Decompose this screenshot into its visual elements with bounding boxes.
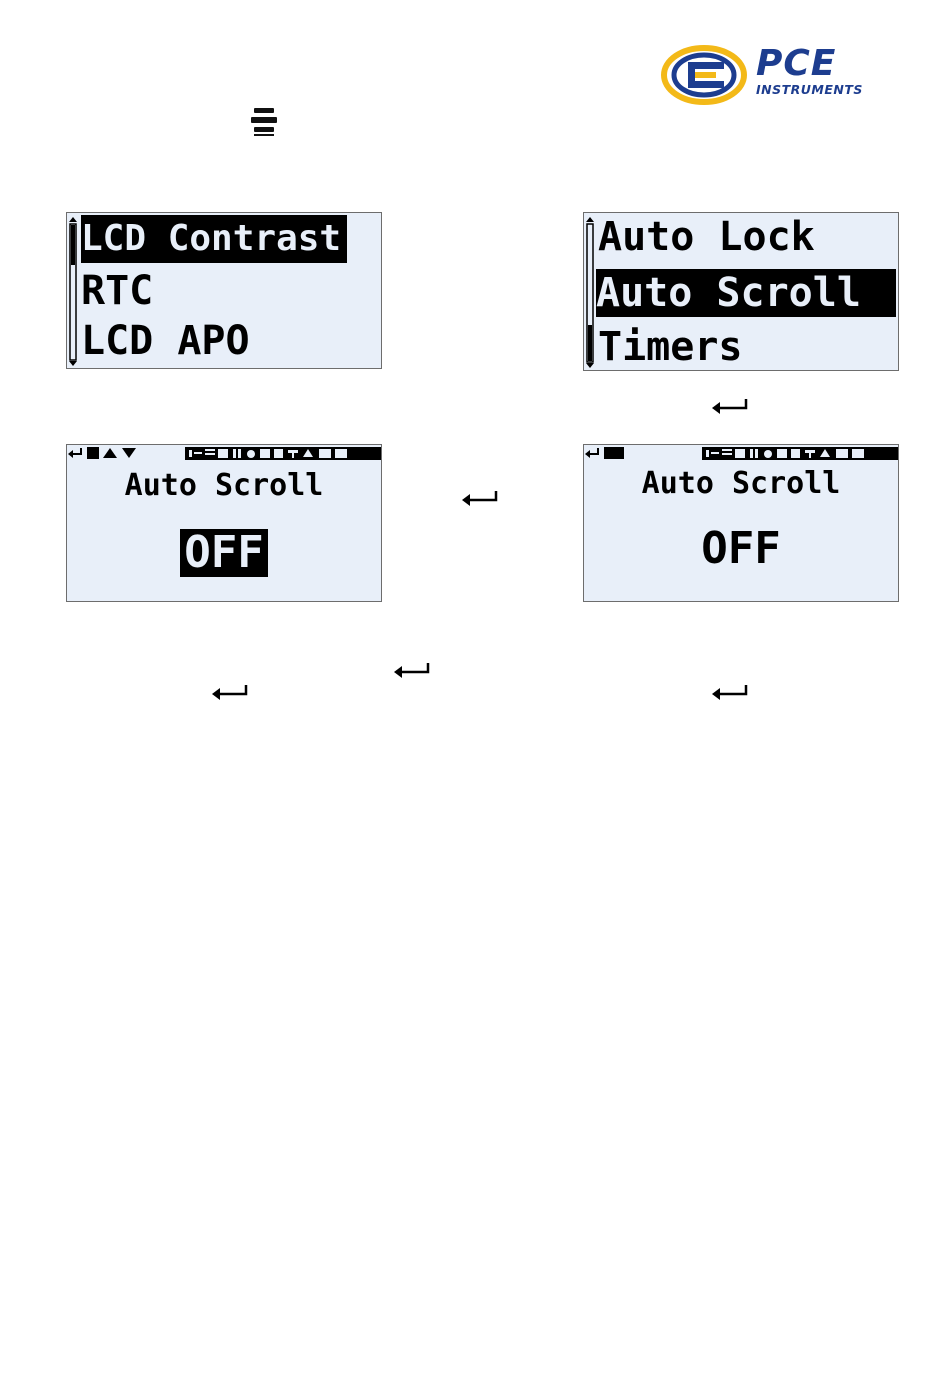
- menu-item-auto-scroll[interactable]: Auto Scroll: [596, 269, 896, 317]
- menu-item-auto-lock[interactable]: Auto Lock: [598, 213, 821, 261]
- pce-instruments-logo: PCE INSTRUMENTS: [660, 44, 910, 106]
- scrollbar-icon: [69, 217, 77, 366]
- enter-key-icon: [210, 684, 250, 700]
- lcd-menu-screen-left: LCD Contrast RTC LCD APO: [66, 212, 382, 369]
- result-screen-title: Auto Scroll: [584, 467, 898, 501]
- menu-item-timers[interactable]: Timers: [598, 323, 749, 371]
- enter-key-icon: [710, 398, 750, 414]
- enter-key-icon: [460, 490, 500, 506]
- status-bar-icons: [584, 445, 899, 461]
- menu-item-lcd-apo[interactable]: LCD APO: [81, 317, 256, 365]
- result-screen-value: OFF: [584, 525, 898, 573]
- enter-key-icon: [710, 684, 750, 700]
- edit-screen-title: Auto Scroll: [67, 469, 381, 503]
- scrollbar-icon: [586, 217, 594, 368]
- lcd-edit-screen: Auto Scroll OFF: [66, 444, 382, 602]
- edit-screen-value[interactable]: OFF: [180, 529, 267, 577]
- enter-key-icon: [392, 662, 432, 678]
- menu-key-icon: [247, 100, 279, 140]
- logo-subtitle-text: INSTRUMENTS: [756, 82, 863, 98]
- status-bar-icons: [67, 445, 382, 461]
- lcd-result-screen: Auto Scroll OFF: [583, 444, 899, 602]
- menu-item-rtc[interactable]: RTC: [81, 267, 159, 315]
- logo-brand-text: PCE: [756, 44, 836, 84]
- menu-item-lcd-contrast[interactable]: LCD Contrast: [81, 215, 347, 263]
- lcd-menu-screen-right: Auto Lock Auto Scroll Timers: [583, 212, 899, 371]
- logo-emblem-icon: [660, 44, 756, 106]
